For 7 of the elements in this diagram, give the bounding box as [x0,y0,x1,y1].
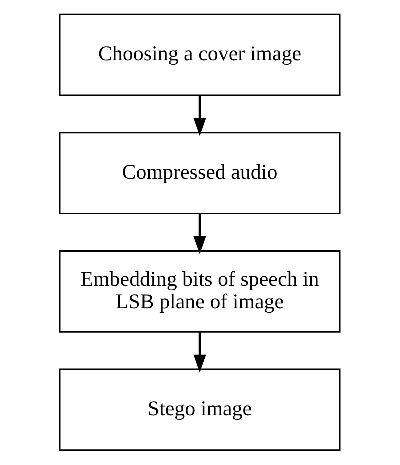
arrow [194,214,206,255]
arrow [194,332,206,373]
node-box: Embedding bits of speech in LSB plane of image [59,250,341,333]
node-box: Choosing a cover image [59,14,341,96]
node-box: Compressed audio [59,132,341,215]
node-box: Stego image [59,368,341,452]
arrow [194,96,206,136]
